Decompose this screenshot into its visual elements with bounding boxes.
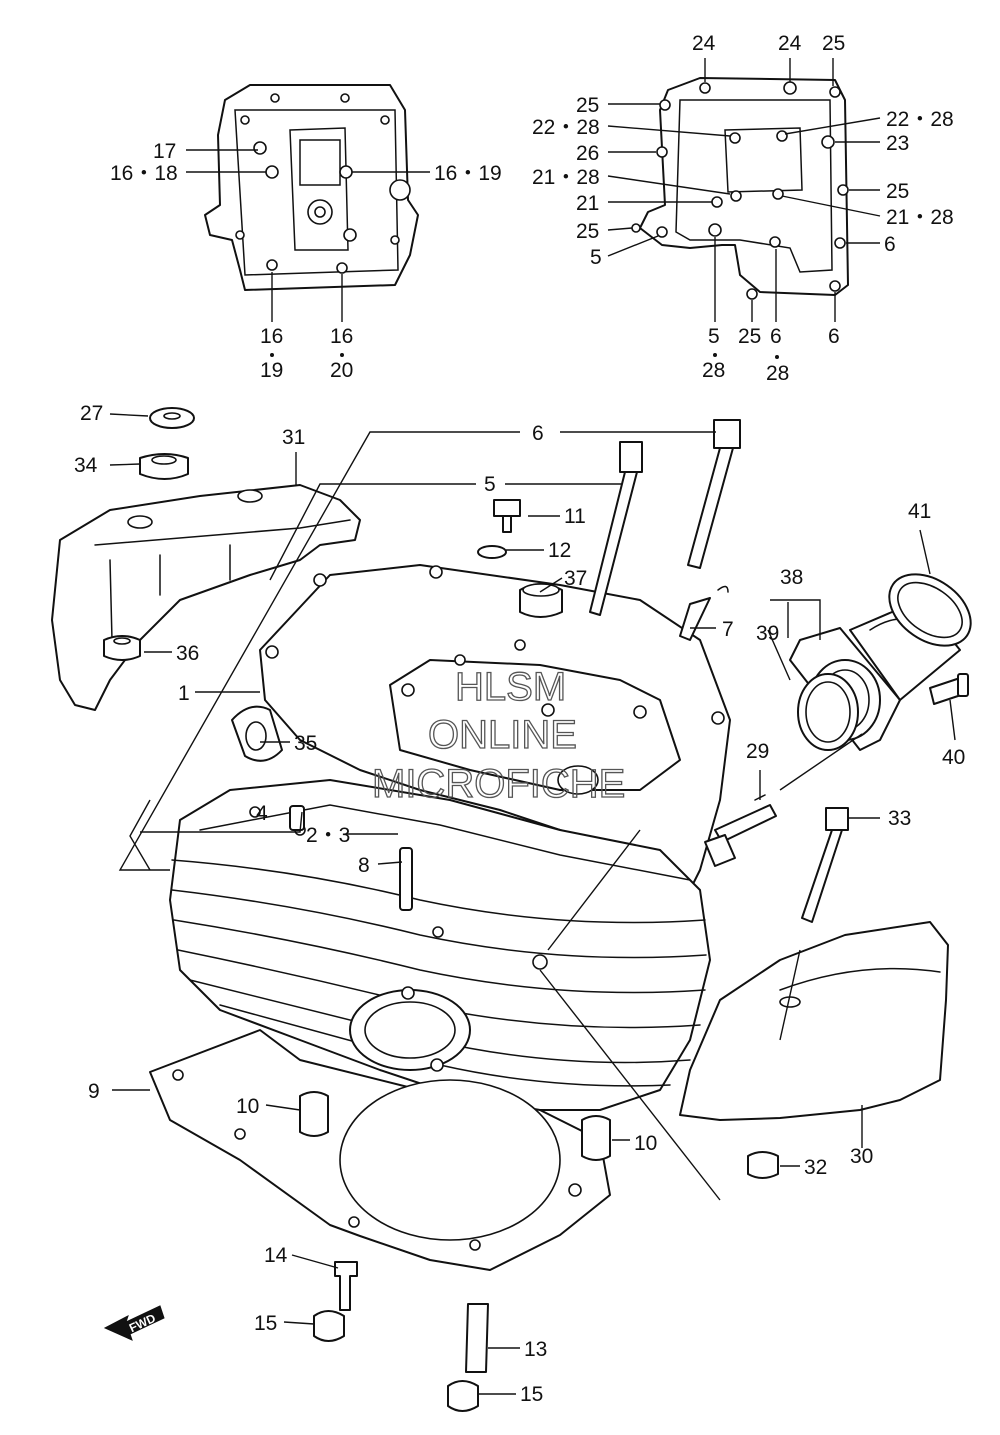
- separator-dot: [713, 353, 717, 357]
- callout-39: 39: [756, 622, 779, 645]
- callout-24-a: 24: [692, 32, 716, 55]
- callout-13: 13: [524, 1338, 547, 1361]
- callout-16-a: 16: [260, 325, 283, 348]
- callout-21-28-l: 21・28: [532, 166, 600, 189]
- separator-dot: [270, 353, 274, 357]
- callout-20: 20: [330, 359, 353, 382]
- callout-10-a: 10: [236, 1095, 259, 1118]
- callout-5-l: 5: [590, 246, 602, 269]
- watermark-line-2: ONLINE: [428, 713, 577, 757]
- watermark-line-1: HLSM: [455, 665, 566, 709]
- nut-15a: [313, 1310, 345, 1342]
- callout-16-b: 16: [330, 325, 353, 348]
- callout-6-b2: 6: [828, 325, 840, 348]
- callout-19: 19: [260, 359, 283, 382]
- callout-9: 9: [88, 1080, 100, 1103]
- callout-35: 35: [294, 732, 317, 755]
- callout-8: 8: [358, 854, 370, 877]
- dowel-10b: [581, 1115, 611, 1161]
- callout-15-a: 15: [254, 1312, 277, 1335]
- callout-5: 5: [484, 473, 496, 496]
- callout-32: 32: [804, 1156, 827, 1179]
- callout-25-l1: 25: [576, 94, 599, 117]
- callout-33: 33: [888, 807, 911, 830]
- callout-23: 23: [886, 132, 909, 155]
- callout-37: 37: [564, 567, 587, 590]
- bolt-5: [589, 441, 643, 616]
- bolt-11: [493, 499, 521, 533]
- right-inset-leaders: [607, 58, 881, 322]
- bolt-33: [801, 807, 849, 923]
- callout-21-28-r: 21・28: [886, 206, 954, 229]
- side-cover-30: [679, 921, 949, 1121]
- callout-17: 17: [153, 140, 176, 163]
- callout-16-19: 16・19: [434, 162, 502, 185]
- callout-6-r: 6: [884, 233, 896, 256]
- callout-15-b: 15: [520, 1383, 543, 1406]
- callout-36: 36: [176, 642, 199, 665]
- collar-32: [747, 1151, 779, 1179]
- callout-26: 26: [576, 142, 599, 165]
- clamp-41: [888, 573, 972, 647]
- callout-40: 40: [942, 746, 965, 769]
- pin-7: [679, 597, 711, 641]
- callout-14: 14: [264, 1244, 288, 1267]
- washer-12: [477, 545, 507, 559]
- spark-plug-29: [704, 794, 777, 867]
- watermark-line-3: MICROFICHE: [372, 762, 625, 806]
- cylinder-head-1: [169, 564, 731, 1111]
- callout-41: 41: [908, 500, 931, 523]
- cylinder-head-top-view: [204, 84, 419, 291]
- fwd-label: FWD: [127, 1311, 158, 1335]
- callout-31: 31: [282, 426, 305, 449]
- separator-dot: [775, 355, 779, 359]
- dowel-10a: [299, 1091, 329, 1137]
- callout-38: 38: [780, 566, 803, 589]
- stud-14: [334, 1261, 358, 1311]
- callout-4: 4: [256, 802, 268, 825]
- callout-30: 30: [850, 1145, 873, 1168]
- callout-1: 1: [178, 682, 190, 705]
- callout-11: 11: [564, 505, 586, 528]
- callout-25-b: 25: [738, 325, 761, 348]
- stud-13: [465, 1303, 489, 1373]
- callout-6: 6: [532, 422, 544, 445]
- main-leaders: [109, 413, 956, 1395]
- callout-25-top: 25: [822, 32, 845, 55]
- callout-28-b1: 28: [702, 359, 725, 382]
- callout-34: 34: [74, 454, 98, 477]
- callout-27: 27: [80, 402, 103, 425]
- separator-dot: [340, 353, 344, 357]
- callout-12: 12: [548, 539, 571, 562]
- bolt-6: [687, 419, 741, 569]
- callout-16-18: 16・18: [110, 162, 178, 185]
- callout-22-28-l: 22・28: [532, 116, 600, 139]
- callout-28-b2: 28: [766, 362, 789, 385]
- head-cover-top-view: [631, 77, 849, 300]
- callout-22-28-r: 22・28: [886, 108, 954, 131]
- callout-5-b: 5: [708, 325, 720, 348]
- callout-6-b1: 6: [770, 325, 782, 348]
- callout-24-b: 24: [778, 32, 802, 55]
- stud-8: [399, 847, 413, 911]
- fwd-arrow-icon: FWD: [103, 1305, 165, 1341]
- callout-21: 21: [576, 192, 599, 215]
- callout-25-r: 25: [886, 180, 909, 203]
- callout-25-l2: 25: [576, 220, 599, 243]
- left-inset-leaders: [186, 149, 430, 322]
- watermark: HLSM ONLINE MICROFICHE: [371, 664, 626, 806]
- grommet-36: [103, 635, 141, 661]
- callout-10-b: 10: [634, 1132, 657, 1155]
- callout-7: 7: [722, 618, 734, 641]
- head-gasket-9: [149, 1029, 611, 1271]
- nut-15b: [447, 1380, 479, 1412]
- callout-29: 29: [746, 740, 769, 763]
- callout-2-3: 2・3: [306, 824, 350, 847]
